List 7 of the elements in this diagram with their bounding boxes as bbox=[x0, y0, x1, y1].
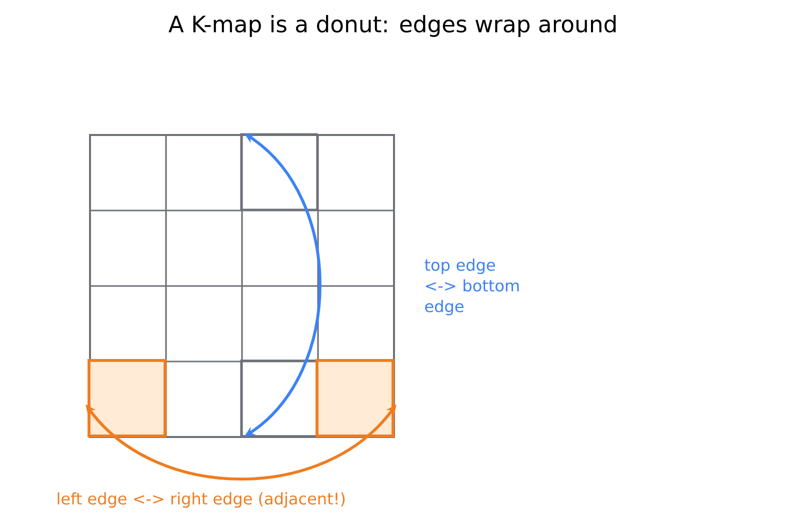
grid-cell bbox=[240, 133, 318, 210]
title: A K-map is a donut: edges wrap around bbox=[168, 15, 616, 37]
highlighted-cell bbox=[88, 359, 166, 438]
annotation-text: left edge <-> right edge (adjacent!) bbox=[58, 492, 345, 508]
grid-outline bbox=[89, 134, 395, 438]
highlighted-cell bbox=[316, 359, 394, 438]
annotation-text: top edge <-> bottom edge bbox=[424, 258, 519, 316]
